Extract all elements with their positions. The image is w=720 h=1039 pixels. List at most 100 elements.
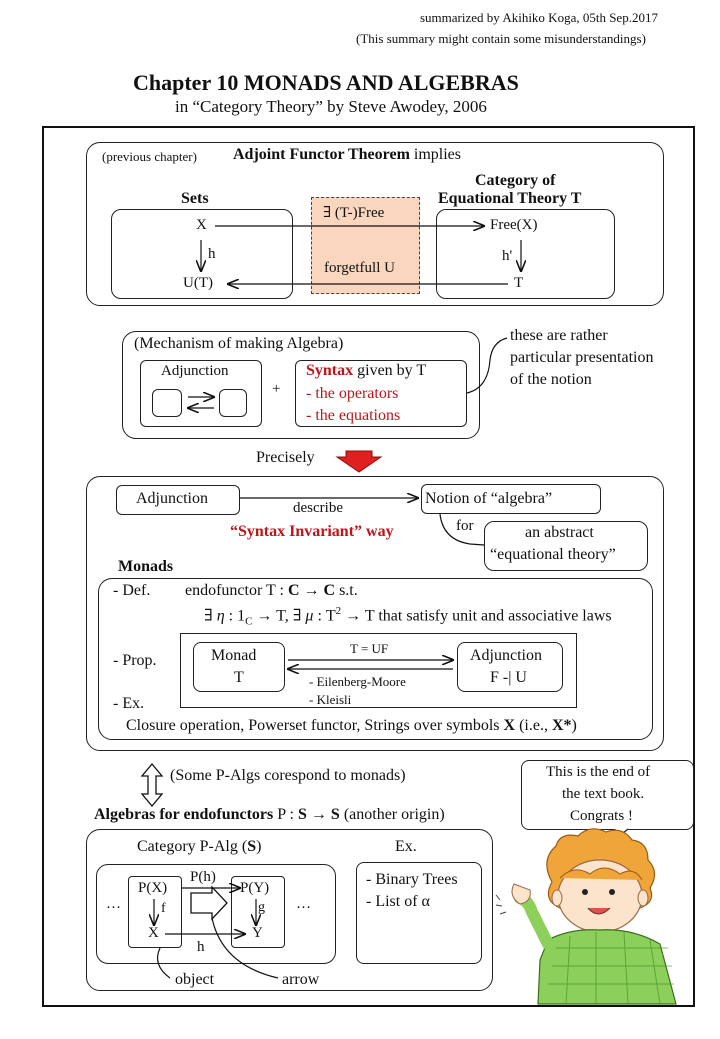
aft-implies: implies: [413, 146, 461, 163]
adjunction-pill: [116, 485, 240, 515]
palg-category-label: Category P-Alg (S): [137, 838, 261, 856]
aft-heading: Adjoint Functor Theorem implies: [233, 146, 461, 164]
g-label: g: [258, 900, 265, 915]
object-box-x: [128, 876, 182, 948]
adjunction-label: Adjunction: [161, 363, 229, 379]
morphism-block-arrow-icon: [190, 885, 228, 921]
bubble-line1: This is the end of: [546, 764, 651, 780]
outer-frame: [42, 126, 695, 1007]
disclaimer-line: (This summary might contain some misunde…: [356, 31, 646, 46]
precisely-label: Precisely: [256, 449, 315, 466]
ph-label: P(h): [190, 869, 216, 885]
note-callout: [466, 337, 508, 394]
monad-label: Monad: [211, 647, 257, 664]
palg-category-s: S: [247, 838, 257, 855]
object-freex: Free(X): [490, 217, 538, 233]
note-line3: of the notion: [510, 371, 592, 388]
def-label: - Def.: [113, 582, 151, 599]
prev-chapter-label: (previous chapter): [102, 149, 197, 164]
note-line1: these are rather: [510, 327, 608, 344]
object-label: object: [175, 971, 215, 988]
object-x: X: [196, 217, 207, 233]
x-label: X: [148, 925, 159, 941]
adjunction-highlight: [311, 197, 420, 294]
sets-label: Sets: [181, 190, 209, 207]
aft-theorem: Adjoint Functor Theorem: [233, 146, 410, 163]
def-line2: ∃ η : 1C → T, ∃ μ : T2 → T that satisfy …: [204, 605, 612, 628]
syntax-box: [295, 360, 467, 427]
y-label: Y: [252, 925, 263, 941]
mechanism-title: (Mechanism of making Algebra): [134, 335, 344, 352]
h-bottom-label: h: [197, 939, 205, 955]
forgetful-functor-label: forgetfull U: [324, 260, 395, 276]
def-text: endofunctor T : C → C s.t.: [185, 582, 358, 599]
abstract-line1: an abstract: [525, 524, 594, 541]
arrow-label: arrow: [282, 971, 320, 988]
page-title: Chapter 10 MONADS AND ALGEBRAS: [133, 70, 519, 95]
adjunction-right-box: [457, 642, 563, 692]
palg-heading: Algebras for endofunctors P : S → S (ano…: [94, 806, 445, 823]
examples-heading: Ex.: [395, 838, 417, 855]
monad-box: [193, 642, 285, 692]
prop-frame: [180, 633, 577, 708]
abstract-theory-box: [484, 521, 648, 571]
palg-heading-bold: Algebras for endofunctors: [94, 806, 274, 823]
syntax-equations: - the equations: [306, 407, 401, 424]
monads-heading: Monads: [118, 558, 174, 575]
example-binary-trees: - Binary Trees: [366, 871, 458, 888]
note-line2: particular presentation: [510, 349, 654, 366]
f-adj-u-label: F -| U: [490, 669, 527, 686]
adjunction-right-label: Adjunction: [470, 647, 542, 664]
bubble-line3: Congrats !: [570, 808, 633, 824]
notion-label: Notion of “algebra”: [425, 490, 553, 507]
prop-label: - Prop.: [113, 652, 157, 669]
syntax-invariant-label: “Syntax Invariant” way: [230, 523, 394, 540]
object-ut: U(T): [183, 275, 213, 291]
ex-label: - Ex.: [113, 695, 145, 712]
precisely-arrow-icon: [335, 450, 383, 473]
kleisli-label: - Kleisli: [309, 692, 352, 707]
free-functor-label: ∃ (T-)Free: [323, 205, 385, 221]
speech-bubble: [521, 760, 694, 830]
py-label: P(Y): [240, 880, 270, 896]
arrow-callout: [211, 917, 279, 979]
category-label-line2: Equational Theory T: [438, 190, 582, 207]
cartoon-boy-illustration: [495, 828, 677, 1005]
object-callout: [157, 947, 171, 979]
plus-sign: +: [272, 381, 281, 397]
for-connector: [439, 513, 485, 546]
category-label-line1: Category of: [475, 172, 556, 189]
left-dots: …: [106, 896, 121, 912]
object-t: T: [514, 275, 524, 291]
palg-category-close: ): [256, 838, 262, 855]
syntax-line: Syntax given by T: [306, 362, 426, 380]
left-category-square: [152, 389, 182, 417]
abstract-line2: “equational theory”: [490, 546, 616, 563]
syntax-word: Syntax: [306, 362, 354, 379]
right-dots: …: [296, 896, 311, 912]
palg-category-prefix: Category P-Alg (: [137, 838, 248, 855]
right-category-square: [219, 389, 247, 417]
t-uf-label: T = UF: [350, 641, 389, 656]
correspond-label: (Some P-Algs corespond to monads): [170, 767, 406, 784]
credit-line: summarized by Akihiko Koga, 05th Sep.201…: [420, 10, 658, 25]
monad-examples: Closure operation, Powerset functor, Str…: [126, 717, 577, 734]
eilenberg-moore-label: - Eilenberg-Moore: [309, 674, 406, 689]
adjunction-pill-label: Adjunction: [136, 490, 208, 507]
morphism-hprime: h': [502, 248, 513, 264]
correspond-updown-icon: [140, 762, 164, 808]
monad-t: T: [234, 669, 244, 686]
bubble-line2: the text book.: [562, 786, 645, 802]
notion-box: [421, 484, 601, 514]
page-subtitle: in “Category Theory” by Steve Awodey, 20…: [175, 97, 487, 116]
for-label: for: [456, 518, 474, 534]
px-label: P(X): [138, 880, 168, 896]
examples-box: [356, 862, 482, 964]
morphism-h: h: [208, 246, 216, 262]
example-list: - List of α: [366, 893, 430, 910]
f-label: f: [161, 901, 166, 916]
syntax-operators: - the operators: [306, 385, 399, 402]
describe-label: describe: [293, 500, 343, 516]
syntax-given-by: given by T: [353, 362, 427, 379]
